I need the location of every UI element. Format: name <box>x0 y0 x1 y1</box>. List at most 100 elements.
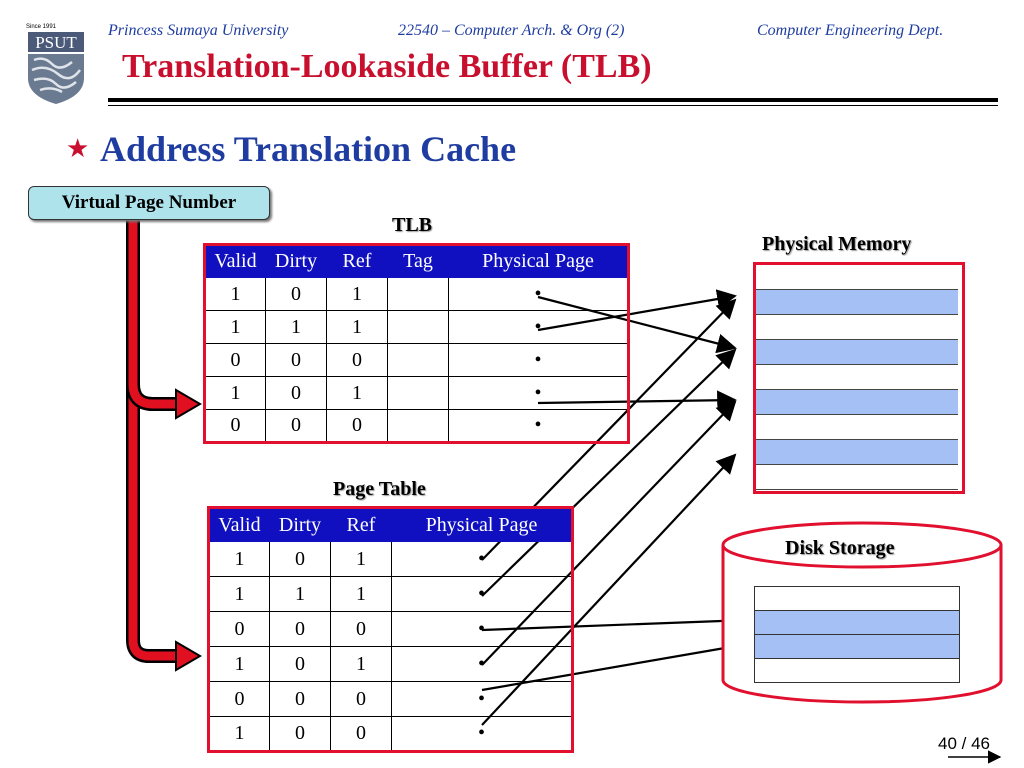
pt-cell: 1 <box>330 541 392 577</box>
page-table-caption: Page Table <box>333 478 426 500</box>
disk-slot <box>754 634 960 659</box>
tlb-cell: 0 <box>265 277 327 311</box>
pt-col-physical-page: Physical Page <box>391 507 573 542</box>
memory-slot <box>756 290 958 315</box>
pt-cell: 1 <box>330 576 392 612</box>
memory-slot <box>756 265 958 290</box>
course-name: 22540 – Computer Arch. & Org (2) <box>398 22 625 39</box>
svg-text:PSUT: PSUT <box>35 33 77 52</box>
tlb-cell: 0 <box>326 343 388 377</box>
pt-cell: 0 <box>208 681 270 717</box>
pt-cell: 0 <box>269 716 331 752</box>
vpn-pipe <box>126 220 178 663</box>
disk-slot <box>754 658 960 683</box>
tlb-cell: 0 <box>265 343 327 377</box>
memory-slot <box>756 315 958 340</box>
tlb-pointer: • <box>448 277 629 311</box>
department-name: Computer Engineering Dept. <box>757 22 944 39</box>
tlb-col-valid: Valid <box>204 244 266 278</box>
title-rule <box>108 98 998 102</box>
tlb-cell: 0 <box>326 409 388 443</box>
pt-cell: 1 <box>208 646 270 682</box>
pt-cell: 0 <box>330 611 392 647</box>
tlb-pointer: • <box>448 343 629 377</box>
pt-pointer: • <box>391 576 573 612</box>
physical-memory-caption: Physical Memory <box>762 233 912 255</box>
pt-cell: 1 <box>208 576 270 612</box>
tlb-cell: 1 <box>204 376 266 410</box>
tlb-cell: 0 <box>265 409 327 443</box>
tlb-cell: 1 <box>204 277 266 311</box>
pt-cell: 0 <box>269 681 331 717</box>
pt-col-dirty: Dirty <box>269 507 331 542</box>
virtual-page-number-label: Virtual Page Number <box>28 186 270 220</box>
pipe-arrowhead-page-table <box>175 640 202 672</box>
tlb-cell: 1 <box>265 310 327 344</box>
tlb-cell <box>387 409 449 443</box>
pt-cell: 0 <box>330 681 392 717</box>
star-bullet-icon: ★ <box>66 134 90 163</box>
pt-pointer: • <box>391 716 573 752</box>
tlb-cell <box>387 343 449 377</box>
page-number: 40 / 46 <box>938 734 990 753</box>
pt-pointer: • <box>391 611 573 647</box>
disk-slot <box>754 586 960 611</box>
tlb-cell <box>387 310 449 344</box>
memory-slot <box>756 365 958 390</box>
bullet-heading: Address Translation Cache <box>100 129 517 169</box>
tlb-cell: 1 <box>326 277 388 311</box>
pt-pointer: • <box>391 541 573 577</box>
memory-slot <box>756 340 958 365</box>
tlb-col-physical-page: Physical Page <box>448 244 629 278</box>
tlb-cell: 0 <box>265 376 327 410</box>
pt-cell: 1 <box>208 541 270 577</box>
pt-cell: 0 <box>269 611 331 647</box>
tlb-cell: 1 <box>326 376 388 410</box>
memory-slot <box>756 440 958 465</box>
tlb-col-tag: Tag <box>387 244 449 278</box>
memory-slot <box>756 465 958 490</box>
tlb-pointer: • <box>448 310 629 344</box>
university-name: Princess Sumaya University <box>108 22 289 39</box>
title-rule-thin <box>108 105 998 106</box>
pt-pointer: • <box>391 681 573 717</box>
pt-pointer: • <box>391 646 573 682</box>
pt-col-valid: Valid <box>208 507 270 542</box>
memory-slot <box>756 390 958 415</box>
pt-cell: 0 <box>269 646 331 682</box>
pipe-arrowhead-tlb <box>175 388 202 420</box>
svg-text:Since 1991: Since 1991 <box>26 24 57 30</box>
psut-logo: Since 1991 PSUT <box>22 20 90 104</box>
pt-cell: 0 <box>208 611 270 647</box>
tlb-cell <box>387 277 449 311</box>
tlb-caption: TLB <box>392 214 433 236</box>
tlb-cell: 1 <box>204 310 266 344</box>
tlb-cell: 0 <box>204 343 266 377</box>
tlb-cell: 1 <box>326 310 388 344</box>
disk-slot <box>754 610 960 635</box>
pt-col-ref: Ref <box>330 507 392 542</box>
slide-title: Translation-Lookaside Buffer (TLB) <box>122 48 652 85</box>
tlb-pointer: • <box>448 409 629 443</box>
memory-slot <box>756 415 958 440</box>
pt-cell: 1 <box>269 576 331 612</box>
tlb-cell <box>387 376 449 410</box>
pt-cell: 0 <box>330 716 392 752</box>
pt-cell: 1 <box>208 716 270 752</box>
tlb-pointer: • <box>448 376 629 410</box>
tlb-col-dirty: Dirty <box>265 244 327 278</box>
tlb-cell: 0 <box>204 409 266 443</box>
disk-storage-caption: Disk Storage <box>785 537 895 559</box>
